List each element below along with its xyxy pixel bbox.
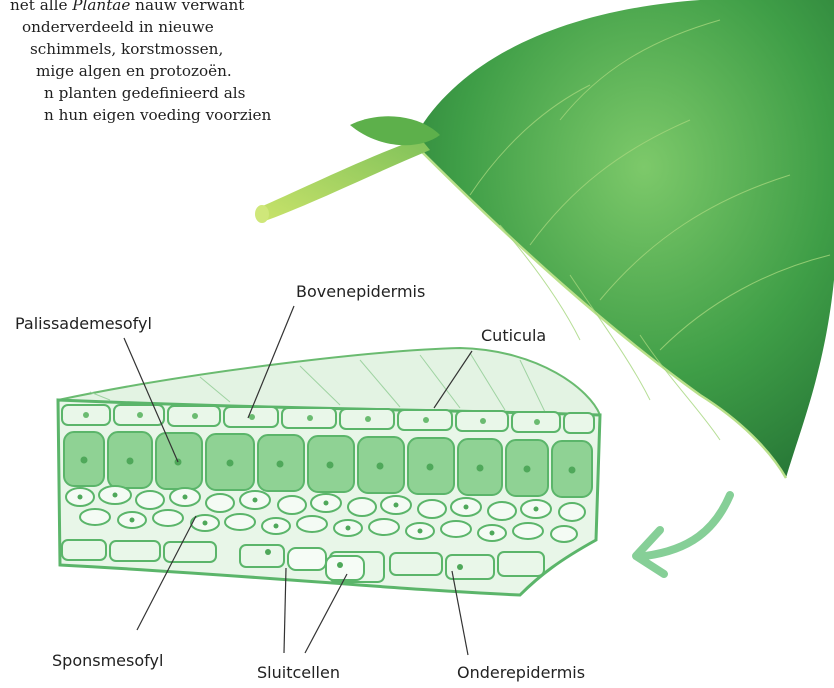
label-bovenepidermis: Bovenepidermis [296,282,425,301]
label-palissademesofyl: Palissademesofyl [15,314,152,333]
label-sluitcellen: Sluitcellen [257,663,340,682]
leaf-cross-section [58,306,600,655]
label-onderepidermis: Onderepidermis [457,663,585,682]
label-cuticula: Cuticula [481,326,546,345]
label-sponsmesofyl: Sponsmesofyl [52,651,163,670]
curved-arrow-icon [636,495,730,574]
